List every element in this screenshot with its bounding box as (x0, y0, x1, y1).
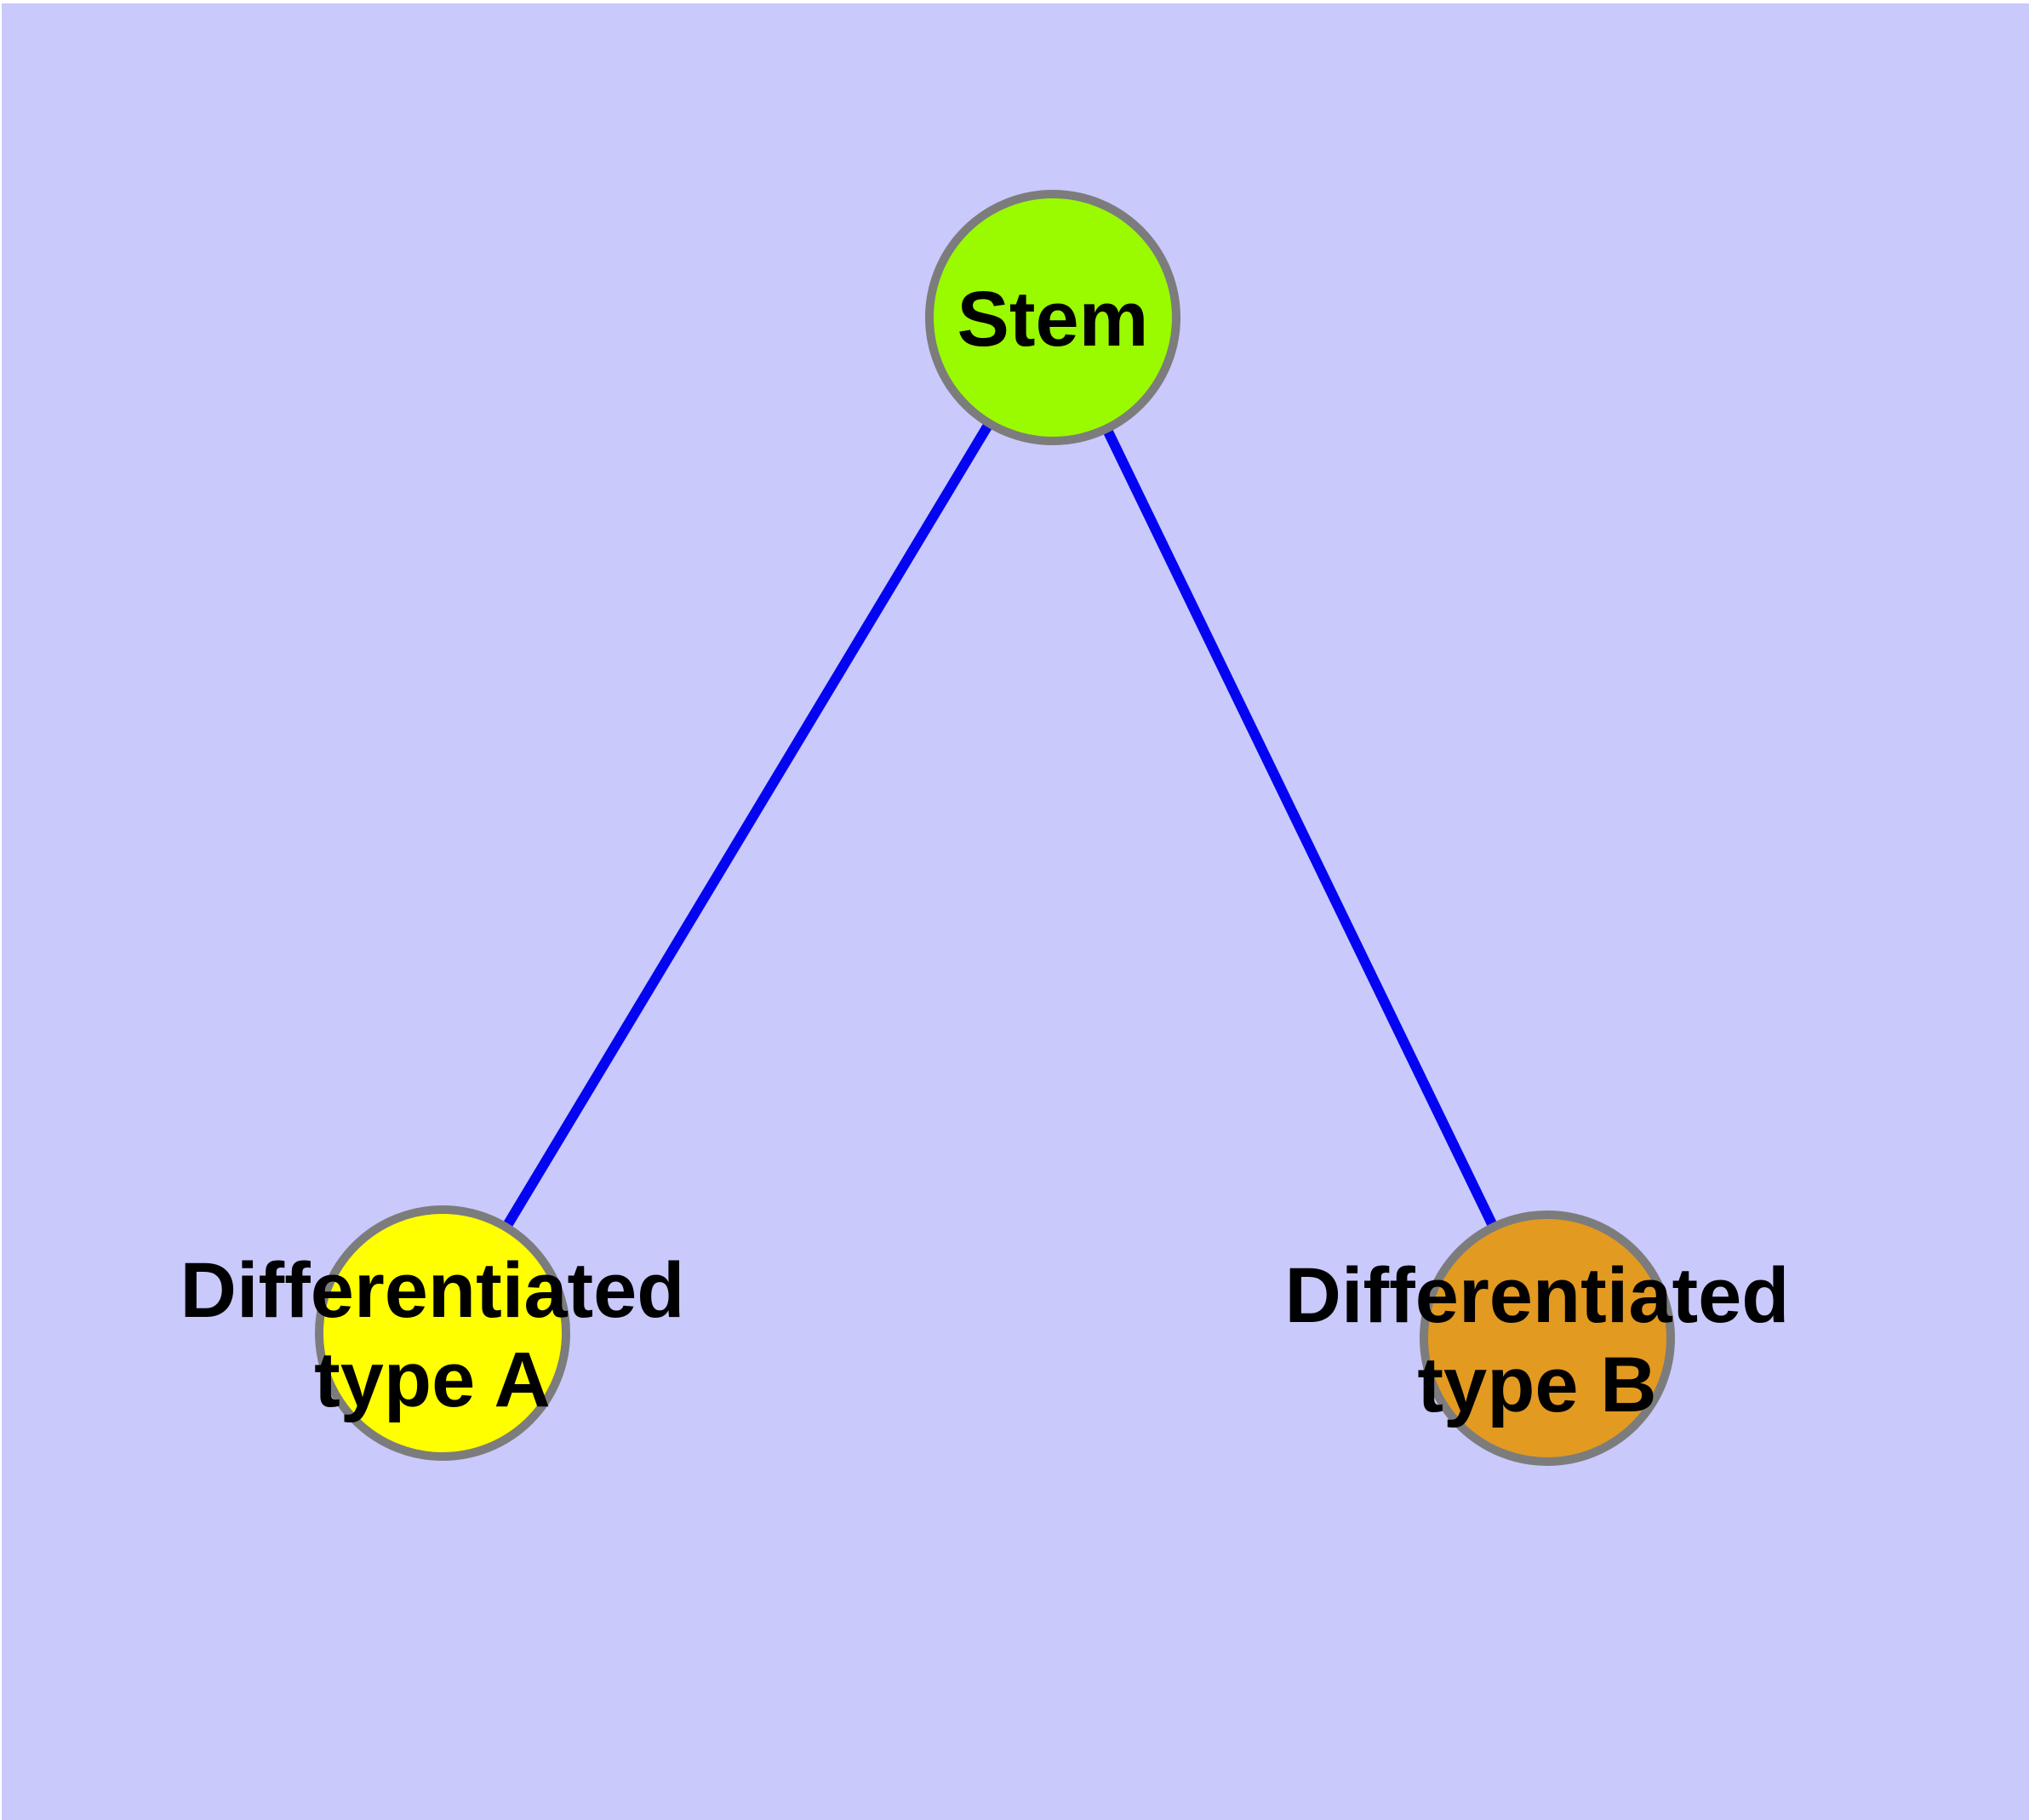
type-a-label-line-1: Differentiated (180, 1247, 685, 1334)
stem-node-label: Stem (957, 276, 1149, 363)
edge-stem-to-type-a (437, 314, 1058, 1336)
type-b-label-line-2: type B (1417, 1342, 1656, 1428)
type-b-node (1420, 1210, 1675, 1466)
type-b-label-line-1: Differentiated (1285, 1252, 1790, 1339)
type-a-node (315, 1205, 570, 1461)
type-a-label-line-2: type A (314, 1336, 551, 1423)
stem-node (925, 190, 1180, 445)
edge-stem-to-type-b (1048, 315, 1552, 1341)
